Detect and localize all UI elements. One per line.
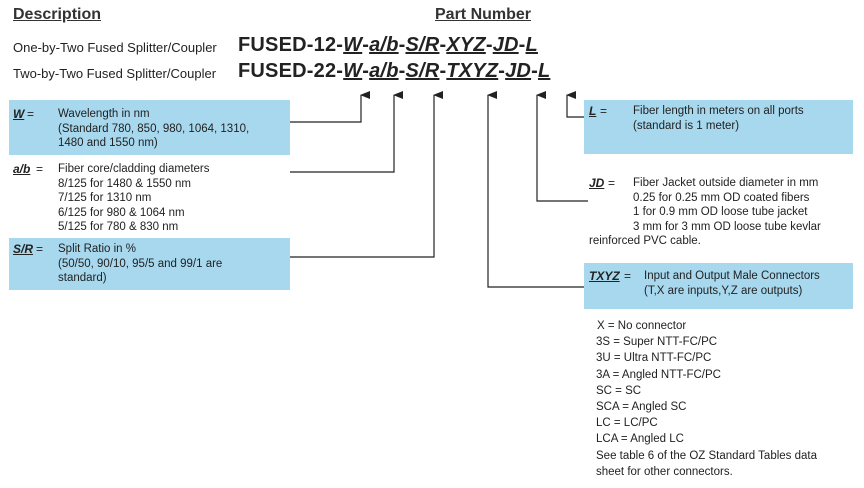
code-dash: - [398, 60, 406, 82]
desc-line: Fiber Jacket outside diameter in mm [633, 177, 819, 189]
field-eq: = [608, 176, 616, 190]
code-prefix: FUSED-22- [238, 60, 344, 82]
field-key-ab: a/b [13, 162, 31, 176]
code-seg-xyz: XYZ [446, 34, 486, 56]
field-eq: = [600, 104, 608, 118]
code-seg-jd: JD [505, 60, 532, 82]
description-header: Description [13, 6, 102, 23]
code-seg-w: W [343, 34, 363, 56]
code-dash: - [398, 34, 406, 56]
desc-line: 1 for 0.9 mm OD loose tube jacket [633, 206, 808, 218]
code-dash: - [439, 34, 447, 56]
field-desc-l: Fiber length in meters on all ports (sta… [633, 104, 804, 133]
field-desc-sr: Split Ratio in % (50/50, 90/10, 95/5 and… [58, 242, 222, 286]
desc-line: 6/125 for 980 & 1064 nm [58, 206, 185, 219]
field-key-sr: S/R [13, 242, 34, 256]
field-eq: = [36, 242, 44, 256]
code-seg-sr: S/R [405, 34, 440, 56]
desc-line: Wavelength in nm [58, 108, 150, 120]
code-seg-txyz: TXYZ [446, 60, 499, 82]
field-desc-jd: Fiber Jacket outside diameter in mm 0.25… [633, 176, 821, 234]
field-desc-jd-cont: reinforced PVC cable. [589, 235, 701, 247]
field-desc-txyz: Input and Output Male Connectors (T,X ar… [644, 269, 820, 298]
field-desc-w: Wavelength in nm (Standard 780, 850, 980… [58, 107, 249, 151]
code-dash: - [485, 34, 493, 56]
connector-item: SCA = Angled SC [596, 401, 687, 414]
field-key-txyz: TXYZ [589, 269, 620, 283]
part-code-2x2: FUSED-22-W-a/b-S/R-TXYZ-JD-L [238, 60, 550, 83]
leader-txyz [487, 91, 584, 288]
desc-line: (standard is 1 meter) [633, 119, 740, 132]
code-seg-w: W [343, 60, 363, 82]
code-prefix: FUSED-12- [238, 34, 344, 56]
desc-line: Split Ratio in % [58, 243, 136, 255]
desc-line: 8/125 for 1480 & 1550 nm [58, 177, 191, 190]
connector-list: X = No connector 3S = Super NTT-FC/PC 3U… [596, 318, 817, 480]
desc-line: (Standard 780, 850, 980, 1064, 1310, [58, 122, 250, 135]
desc-line: Input and Output Male Connectors [644, 270, 820, 282]
connector-item: 3A = Angled NTT-FC/PC [596, 368, 721, 381]
desc-line: 7/125 for 1310 nm [58, 192, 152, 204]
code-seg-l: L [525, 34, 538, 56]
leader-jd [536, 91, 588, 202]
field-desc-ab: Fiber core/cladding diameters 8/125 for … [58, 162, 210, 235]
connector-item: LCA = Angled LC [596, 433, 684, 446]
desc-line: 0.25 for 0.25 mm OD coated fibers [633, 191, 810, 204]
part-number-header: Part Number [435, 6, 532, 23]
desc-line: (50/50, 90/10, 95/5 and 99/1 are [58, 257, 223, 270]
code-dash: - [439, 60, 447, 82]
code-seg-sr: S/R [405, 60, 440, 82]
code-seg-l: L [537, 60, 551, 82]
product-label-1x2: One-by-Two Fused Splitter/Coupler [13, 40, 217, 55]
leader-l [566, 91, 584, 118]
code-dash: - [362, 34, 370, 56]
desc-line: (T,X are inputs,Y,Z are outputs) [644, 284, 803, 297]
field-key-jd: JD [589, 176, 605, 190]
connector-item: SC = SC [596, 384, 642, 397]
connector-item: X = No connector [597, 320, 687, 332]
code-dash: - [362, 60, 370, 82]
part-code-1x2: FUSED-12-W-a/b-S/R-XYZ-JD-L [238, 34, 538, 57]
leader-sr [290, 91, 443, 258]
connector-note: See table 6 of the OZ Standard Tables da… [596, 449, 817, 462]
desc-line: 1480 and 1550 nm) [58, 137, 158, 149]
field-key-l: L [589, 104, 597, 118]
connector-item: 3S = Super NTT-FC/PC [596, 336, 718, 349]
field-eq: = [624, 269, 632, 283]
code-seg-ab: a/b [369, 34, 399, 56]
desc-line: 5/125 for 780 & 830 nm [58, 221, 179, 233]
desc-line: Fiber length in meters on all ports [633, 105, 804, 117]
desc-line: standard) [58, 272, 107, 284]
leader-w [290, 91, 370, 123]
field-eq: = [27, 107, 35, 121]
connector-note: sheet for other connectors. [596, 465, 733, 478]
code-seg-ab: a/b [369, 60, 399, 82]
connector-item: LC = LC/PC [596, 417, 658, 430]
desc-line: Fiber core/cladding diameters [58, 163, 210, 175]
code-dash: - [498, 60, 506, 82]
connector-item: 3U = Ultra NTT-FC/PC [596, 352, 712, 365]
desc-line: 3 mm for 3 mm OD loose tube kevlar [633, 220, 821, 233]
code-dash: - [531, 60, 538, 82]
field-box-txyz [584, 263, 853, 309]
field-key-w: W [13, 107, 25, 121]
field-box-l [584, 100, 853, 154]
product-label-2x2: Two-by-Two Fused Splitter/Coupler [13, 66, 217, 81]
code-seg-jd: JD [492, 34, 519, 56]
code-dash: - [518, 34, 526, 56]
field-box-sr [9, 238, 290, 290]
field-eq: = [36, 162, 44, 176]
field-box-w [9, 100, 290, 155]
leader-ab [290, 91, 403, 173]
